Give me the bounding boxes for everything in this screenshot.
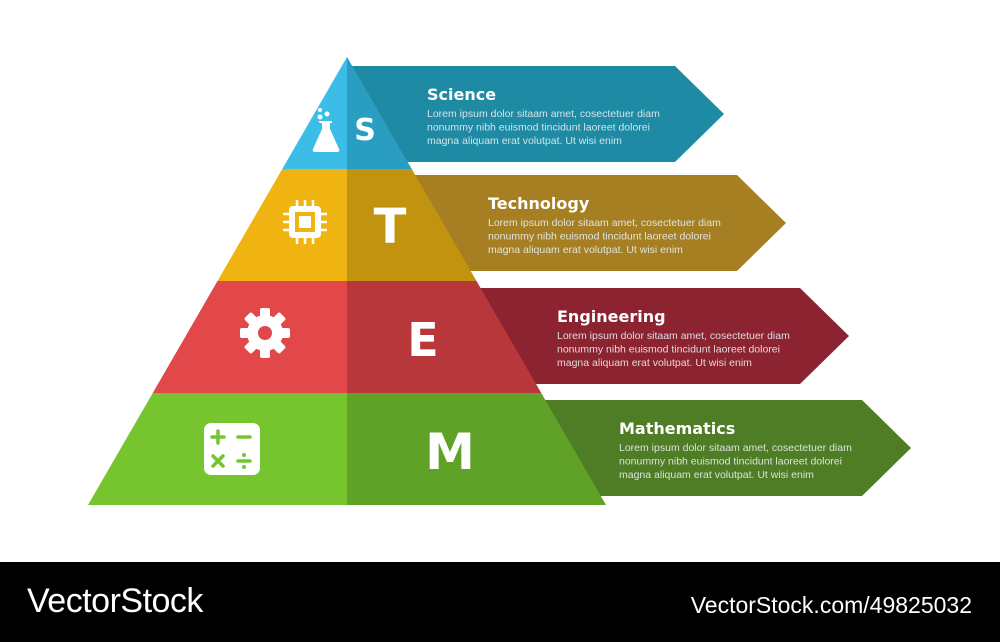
chip-icon — [283, 200, 327, 244]
level-description-line: magna aliquam erat volutpat. Ut wisi eni… — [557, 357, 752, 369]
image-url: VectorStock.com/49825032 — [690, 592, 972, 618]
pyramid-right-science — [347, 57, 412, 169]
footer-bar: VectorStock VectorStock.com/49825032 — [0, 562, 1000, 642]
level-description-line: nonummy nibh euismod tincidunt laoreet d… — [427, 122, 650, 134]
level-description-line: magna aliquam erat volutpat. Ut wisi eni… — [427, 135, 622, 147]
calculator-icon — [204, 423, 260, 475]
arrow-banner-science — [347, 66, 724, 162]
flask-icon — [312, 108, 340, 152]
level-description-line: Lorem ipsum dolor sitaam amet, cosectetu… — [557, 330, 790, 342]
level-title: Technology — [488, 194, 590, 213]
level-title: Engineering — [557, 307, 666, 326]
level-letter: S — [354, 113, 376, 148]
pyramid-right-engineering — [347, 281, 542, 393]
level-description-line: magna aliquam erat volutpat. Ut wisi eni… — [488, 244, 683, 256]
level-description-line: nonummy nibh euismod tincidunt laoreet d… — [619, 456, 842, 468]
level-description-line: nonummy nibh euismod tincidunt laoreet d… — [557, 344, 780, 356]
level-description-line: nonummy nibh euismod tincidunt laoreet d… — [488, 231, 711, 243]
pyramid-left-science — [282, 57, 347, 169]
level-description-line: magna aliquam erat volutpat. Ut wisi eni… — [619, 469, 814, 481]
pyramid-right-technology — [347, 169, 477, 281]
level-title: Science — [427, 85, 496, 104]
level-description-line: Lorem ipsum dolor sitaam amet, cosectetu… — [619, 442, 852, 454]
level-description-line: Lorem ipsum dolor sitaam amet, cosectetu… — [427, 108, 660, 120]
brand-logo: VectorStock — [27, 582, 203, 620]
gear-icon — [240, 308, 290, 358]
pyramid-right-mathematics — [347, 393, 606, 505]
level-letter: T — [374, 199, 407, 255]
level-letter: M — [425, 423, 475, 481]
level-letter: E — [407, 313, 438, 367]
pyramid-left-technology — [217, 169, 347, 281]
level-title: Mathematics — [619, 419, 735, 438]
level-description-line: Lorem ipsum dolor sitaam amet, cosectetu… — [488, 217, 721, 229]
